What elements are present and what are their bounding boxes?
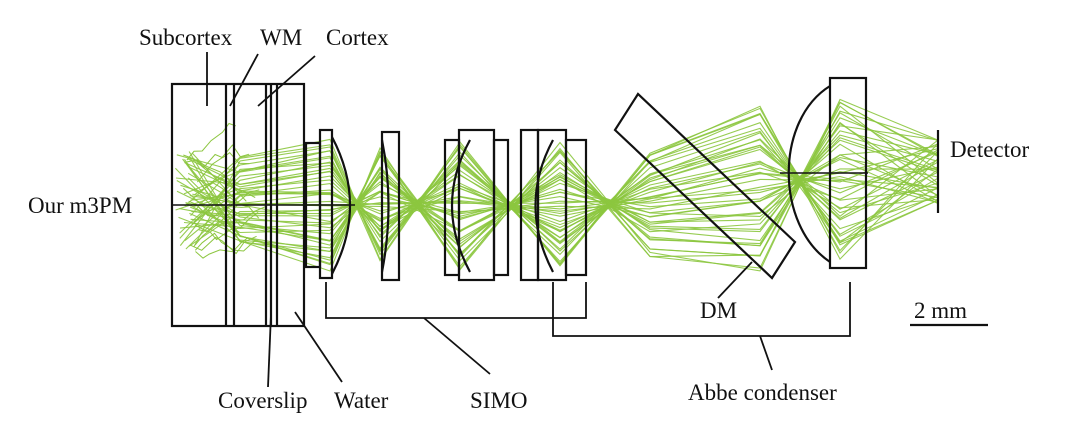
sample-block — [170, 82, 306, 328]
label-wm: WM — [260, 25, 302, 50]
scatter-path — [188, 200, 250, 217]
front-lens — [304, 128, 351, 280]
leader-wm — [229, 53, 259, 107]
scatter-path — [195, 189, 260, 213]
bracket-abbe-condenser — [552, 282, 851, 337]
leader-abbe-condenser — [759, 335, 773, 371]
scatter-path — [194, 232, 256, 252]
label-abbe-condenser: Abbe condenser — [688, 380, 837, 405]
scatter-path — [196, 152, 250, 169]
label-simo: SIMO — [470, 388, 528, 413]
scatter-path — [189, 235, 257, 255]
label-our-m3pm: Our m3PM — [28, 193, 132, 218]
bracket-simo — [325, 282, 587, 319]
leader-dm — [717, 261, 753, 299]
label-detector: Detector — [950, 137, 1030, 162]
label-subcortex: Subcortex — [139, 25, 233, 50]
label-scale-bar: 2 mm — [914, 298, 967, 323]
label-water: Water — [334, 388, 389, 413]
ray-path — [183, 122, 939, 248]
label-cortex: Cortex — [326, 25, 389, 50]
scatter-path — [196, 144, 250, 183]
leader-cortex — [257, 55, 316, 107]
scatter-path — [198, 211, 259, 241]
leader-coverslip — [267, 313, 272, 388]
label-coverslip: Coverslip — [218, 388, 307, 413]
leader-simo — [423, 317, 491, 375]
ray-path — [188, 101, 939, 271]
scatter-path — [186, 122, 236, 161]
ray-bundle — [175, 98, 939, 272]
abbe-condenser-lens — [787, 76, 868, 270]
simo-lens-group — [380, 128, 588, 282]
ray-path — [178, 98, 939, 272]
scatter-path — [194, 203, 260, 246]
leader-water — [294, 311, 343, 383]
scatter-path — [195, 237, 249, 259]
scatter-path — [194, 205, 268, 232]
scatter-path — [185, 159, 247, 202]
dichroic-mirror — [613, 92, 797, 280]
label-dm: DM — [700, 298, 737, 323]
